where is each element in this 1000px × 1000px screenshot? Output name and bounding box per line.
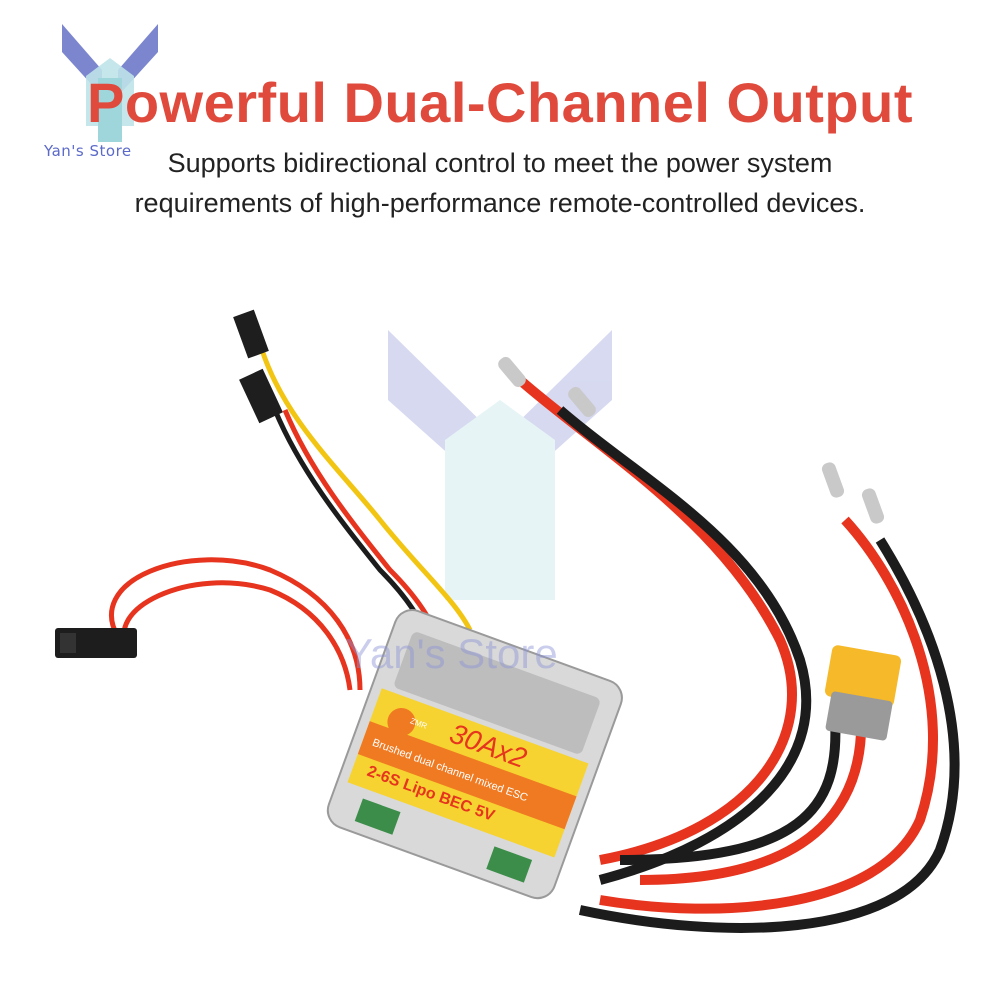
watermark-logo-icon bbox=[388, 330, 612, 600]
store-logo-text: Yan's Store bbox=[44, 142, 132, 160]
motor-wire-red-2 bbox=[599, 516, 938, 914]
battery-wire-red bbox=[639, 699, 867, 885]
battery-wire-black bbox=[619, 719, 841, 865]
page-title: Powerful Dual-Channel Output bbox=[87, 71, 913, 134]
signal-wire-yellow bbox=[259, 349, 473, 632]
switch-wire bbox=[109, 557, 363, 691]
signal-wire-red bbox=[282, 409, 443, 642]
motor-wire-black-2 bbox=[578, 537, 960, 933]
esc-product-image: ZMR 30Ax2 Brushed dual channel mixed ESC… bbox=[55, 309, 960, 933]
motor-wire-black-1 bbox=[556, 406, 812, 885]
servo-connector-top bbox=[233, 309, 269, 359]
esc-body: ZMR 30Ax2 Brushed dual channel mixed ESC… bbox=[326, 609, 623, 900]
bullet-connectors bbox=[498, 356, 885, 524]
xt60-connector bbox=[824, 645, 902, 741]
store-logo-icon bbox=[62, 24, 158, 142]
watermark-text: Yan's Store bbox=[345, 630, 558, 677]
subtitle-line-1: Supports bidirectional control to meet t… bbox=[167, 148, 833, 178]
servo-connector-second bbox=[239, 368, 283, 424]
subtitle-line-2: requirements of high-performance remote-… bbox=[134, 188, 866, 218]
